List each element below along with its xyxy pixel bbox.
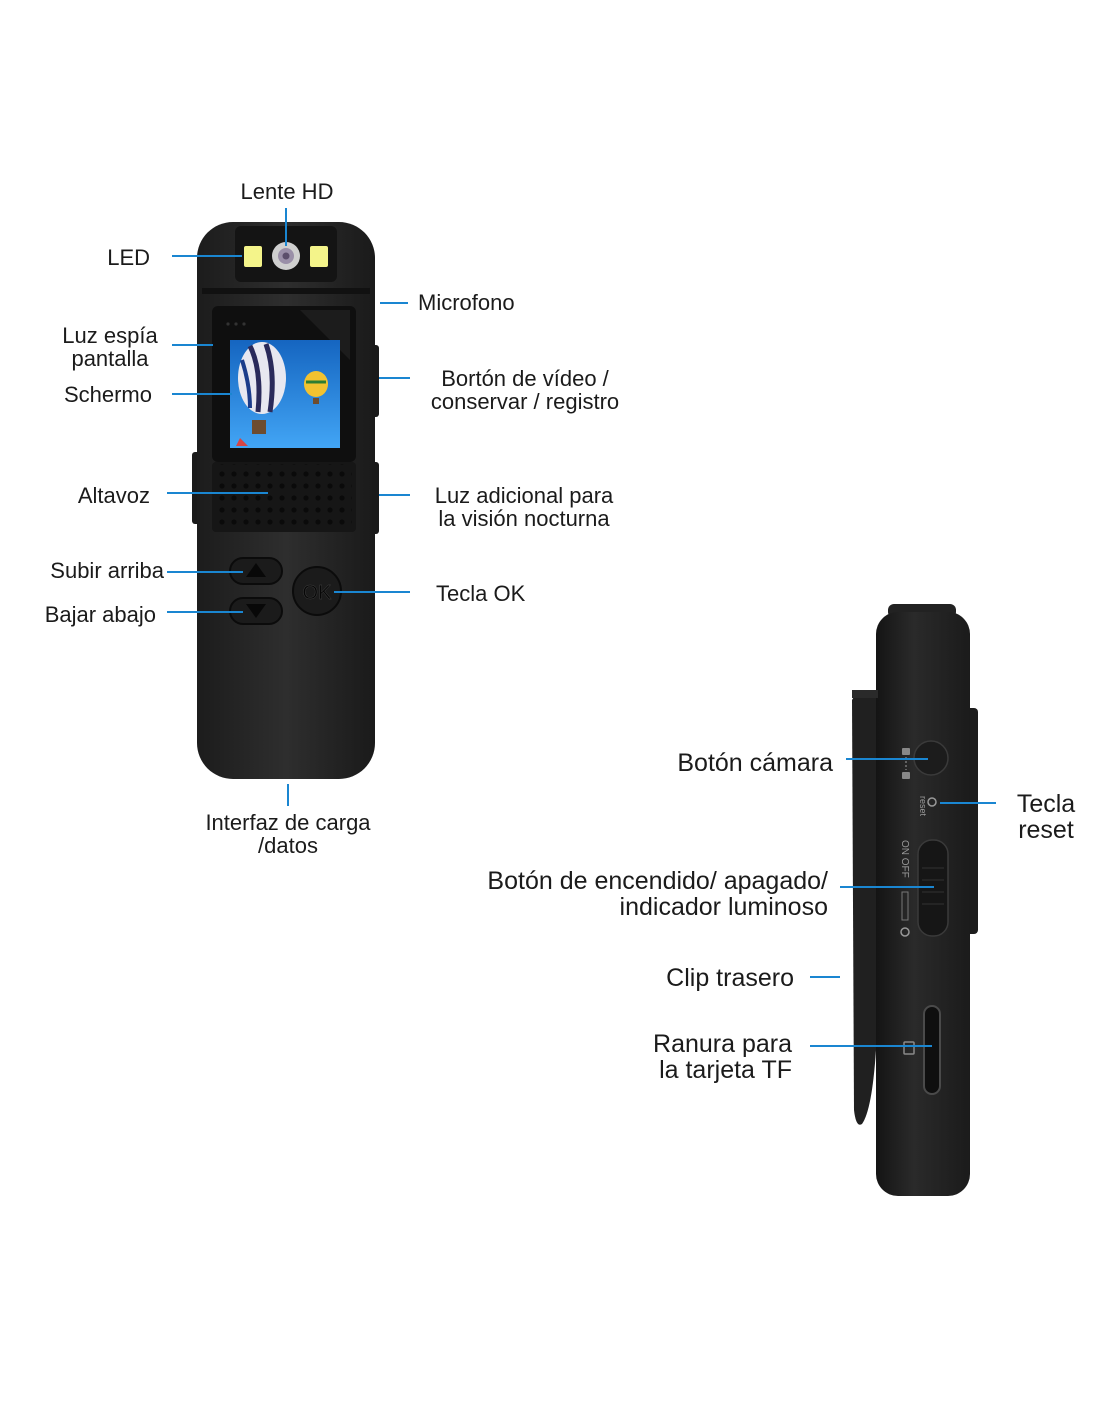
label-screen: Schermo	[63, 382, 152, 407]
back-clip	[852, 690, 876, 1125]
label-microphone: Microfono	[418, 290, 515, 315]
led-right	[310, 246, 328, 267]
label-video-button: Bortón de vídeo /conservar / registro	[430, 366, 620, 414]
ok-glyph: OK	[303, 582, 333, 604]
led-left	[244, 246, 262, 267]
label-ok-key: Tecla OK	[436, 581, 526, 606]
label-up: Subir arriba	[50, 558, 164, 583]
label-led: LED	[107, 245, 150, 270]
tf-card-slot	[923, 1005, 941, 1095]
front-device: OK	[192, 222, 379, 779]
label-speaker: Altavoz	[77, 483, 150, 508]
reset-printed-label: reset	[918, 796, 928, 817]
label-charge-interface: Interfaz de carga/datos	[205, 810, 371, 858]
side-device: reset ON OFF	[852, 604, 978, 1196]
label-down: Bajar abajo	[44, 602, 156, 627]
lens-divider	[202, 288, 370, 294]
reset-pinhole	[927, 797, 937, 807]
leader-lines	[167, 208, 996, 1047]
on-off-printed-label: ON OFF	[899, 840, 910, 878]
label-power-button: Botón de encendido/ apagado/indicador lu…	[487, 867, 828, 921]
label-back-clip: Clip trasero	[666, 964, 794, 992]
screen-display	[230, 340, 340, 448]
label-hd-lens: Lente HD	[240, 179, 334, 204]
label-camera-button: Botón cámara	[677, 749, 833, 777]
